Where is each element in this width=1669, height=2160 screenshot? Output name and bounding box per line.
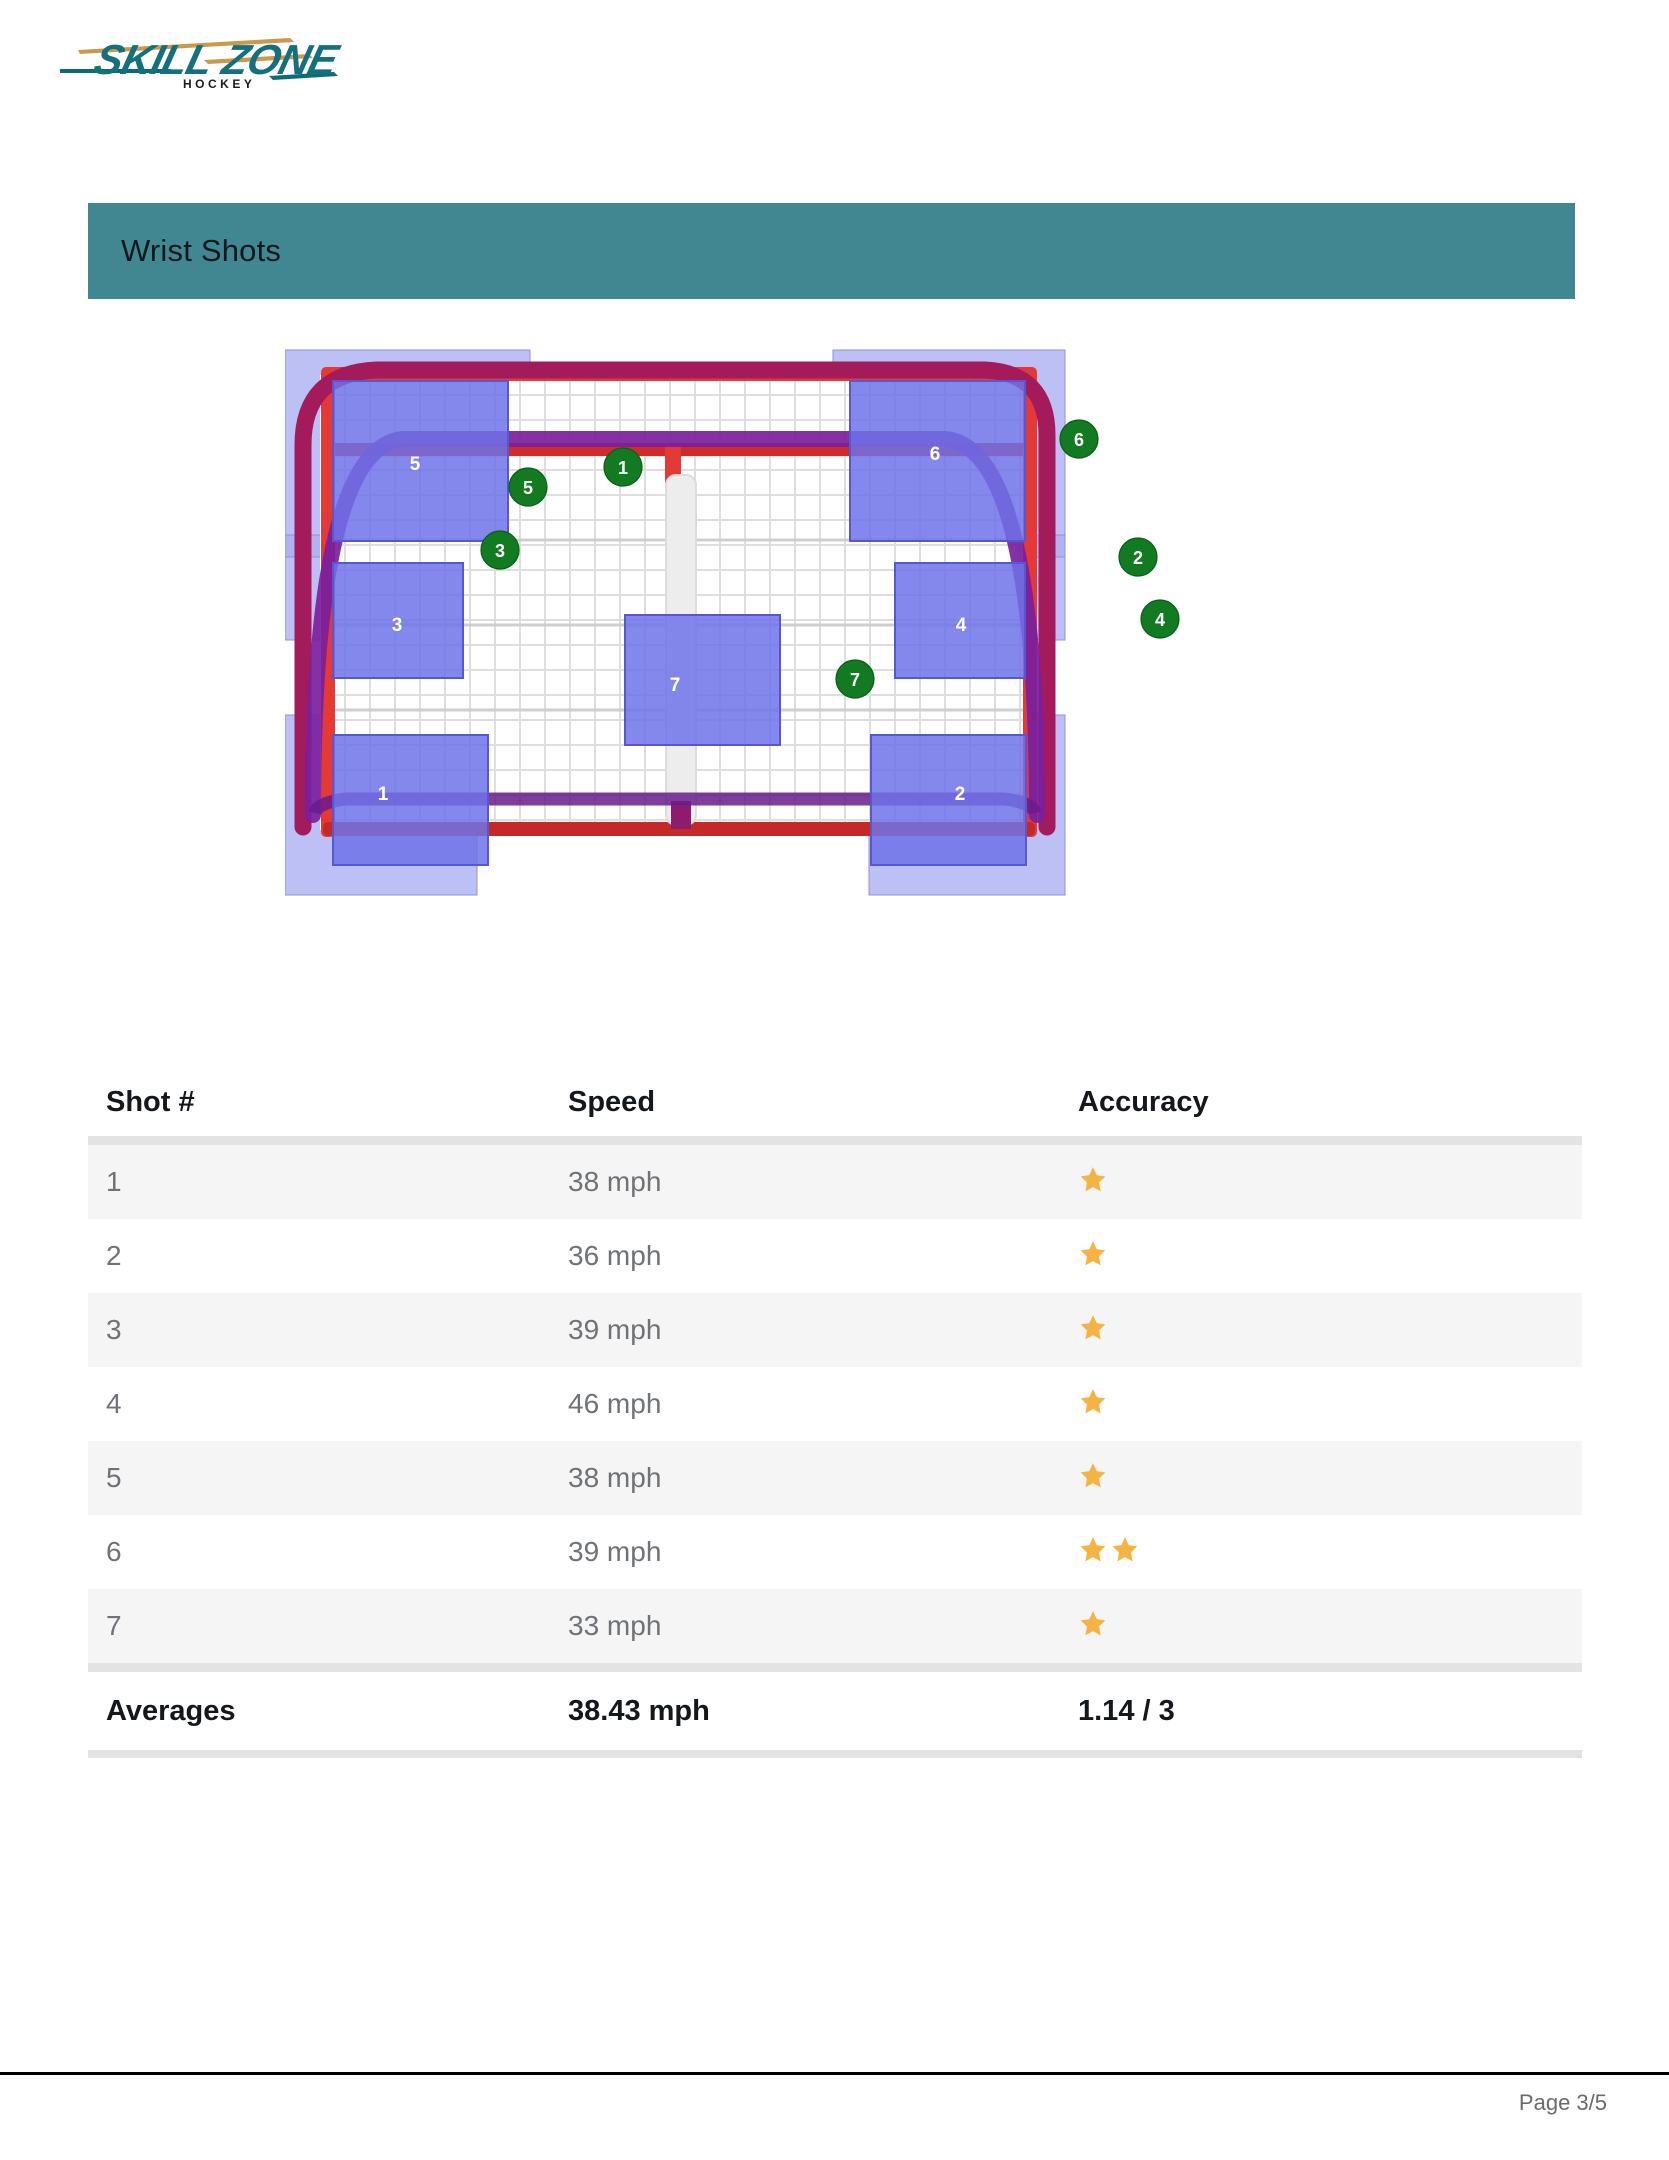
target-zone-3 [332,562,464,679]
cell-speed: 36 mph [568,1240,662,1271]
accuracy-stars [1078,1461,1110,1494]
totals-accuracy: 1.14 / 3 [1078,1694,1175,1727]
cell-speed: 39 mph [568,1536,662,1567]
section-header-bar: Wrist Shots [88,203,1575,299]
zone-label-2: 2 [955,784,966,805]
zone-label-6: 6 [930,444,941,465]
shot-marker-3[interactable]: 3 [480,530,520,570]
totals-top-divider [88,1663,1582,1672]
shots-table: Shot # Speed Accuracy 1 38 mph 2 36 mph … [88,1068,1582,1758]
page-number: Page 3/5 [1518,2090,1607,2115]
shot-marker-label: 6 [1074,430,1084,450]
logo-accent-stripes [60,38,338,80]
target-zone-2 [870,734,1027,866]
shot-marker-label: 3 [495,541,505,561]
star-icon [1080,1315,1106,1340]
table-row: 5 38 mph [88,1441,1582,1515]
header-divider [88,1136,1582,1145]
cell-shot: 2 [106,1240,122,1271]
cell-shot: 1 [106,1166,122,1197]
zone-label-4: 4 [956,615,967,636]
totals-row: Averages 38.43 mph 1.14 / 3 [88,1672,1582,1750]
cell-shot: 6 [106,1536,122,1567]
shot-marker-label: 1 [618,458,628,478]
shot-marker-label: 5 [523,478,533,498]
star-icon [1080,1463,1106,1488]
zone-label-1: 1 [378,784,389,805]
svg-text:ZONE: ZONE [217,37,345,84]
shot-marker-7[interactable]: 7 [835,659,875,699]
shot-markers: 1 5 6 3 2 4 7 [480,419,1180,699]
star-icon [1112,1537,1138,1562]
table-row: 7 33 mph [88,1589,1582,1663]
column-header-shot: Shot # [106,1085,195,1118]
accuracy-stars [1078,1609,1110,1642]
cell-speed: 38 mph [568,1462,662,1493]
cell-shot: 5 [106,1462,122,1493]
shot-marker-2[interactable]: 2 [1118,537,1158,577]
brand-logo: SKILL ZONE HOCKEY [58,18,388,90]
totals-bottom-divider [88,1750,1582,1758]
hockey-net-svg: 5 6 3 4 7 1 2 1 5 [285,349,1180,896]
target-zone-4 [894,562,1026,679]
cell-shot: 7 [106,1610,122,1641]
svg-text:SKILL: SKILL [90,37,218,84]
target-zones: 5 6 3 4 7 1 2 [332,380,1027,866]
cell-speed: 39 mph [568,1314,662,1345]
cell-shot: 4 [106,1388,122,1419]
shot-marker-4[interactable]: 4 [1140,599,1180,639]
footer-divider [0,2072,1669,2075]
totals-label: Averages [106,1694,236,1727]
shot-marker-label: 4 [1155,610,1165,630]
table-header-row: Shot # Speed Accuracy [88,1068,1582,1136]
table-row: 2 36 mph [88,1219,1582,1293]
star-icon [1080,1611,1106,1636]
column-header-speed: Speed [568,1085,656,1118]
cell-speed: 33 mph [568,1610,662,1641]
shot-marker-1[interactable]: 1 [603,447,643,487]
star-icon [1080,1389,1106,1414]
shot-marker-label: 2 [1133,548,1143,568]
column-header-accuracy: Accuracy [1078,1085,1209,1118]
page-title: Wrist Shots [121,233,282,268]
cell-speed: 46 mph [568,1388,662,1419]
star-icon [1080,1167,1106,1192]
shot-marker-label: 7 [850,670,860,690]
accuracy-stars [1078,1165,1110,1198]
accuracy-stars [1078,1313,1110,1346]
target-zone-7 [624,614,781,746]
zone-label-5: 5 [410,454,421,475]
shot-marker-5[interactable]: 5 [508,467,548,507]
table-row: 3 39 mph [88,1293,1582,1367]
cell-speed: 38 mph [568,1166,662,1197]
table-row: 6 39 mph [88,1515,1582,1589]
net-ring [294,361,1056,836]
star-icon [1080,1537,1106,1562]
skill-zone-logo-svg: SKILL ZONE HOCKEY [60,37,345,90]
zone-label-7: 7 [670,675,681,696]
logo-wordmark: SKILL ZONE [90,37,345,84]
hockey-net-diagram: 5 6 3 4 7 1 2 1 5 [285,335,1365,1065]
center-post-base [671,801,691,829]
target-zone-5 [332,380,509,542]
logo-subtitle: HOCKEY [183,77,255,90]
totals-speed: 38.43 mph [568,1694,710,1727]
star-icon [1080,1241,1106,1266]
table-row: 4 46 mph [88,1367,1582,1441]
table-row: 1 38 mph [88,1145,1582,1219]
target-zone-1 [332,734,489,866]
accuracy-stars [1078,1239,1110,1272]
zone-label-3: 3 [392,615,403,636]
accuracy-stars [1078,1535,1142,1568]
cell-shot: 3 [106,1314,122,1345]
shot-marker-6[interactable]: 6 [1059,419,1099,459]
accuracy-stars [1078,1387,1110,1420]
target-zone-6 [849,380,1026,542]
